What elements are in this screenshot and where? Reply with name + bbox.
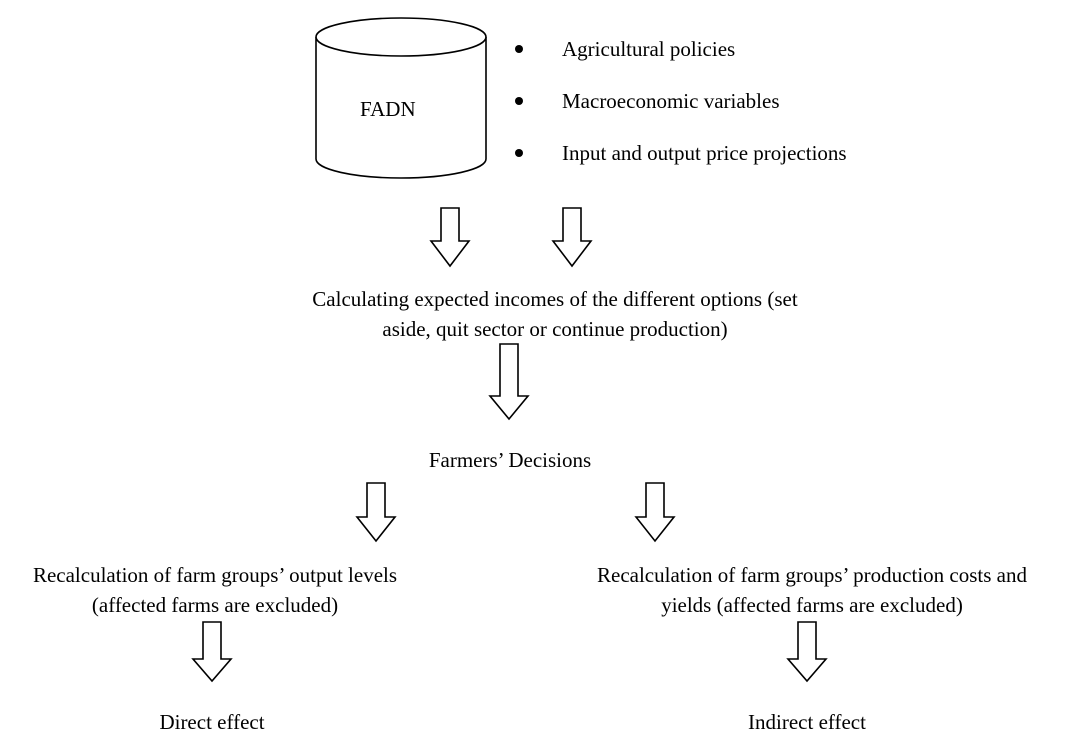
step-text-line: Calculating expected incomes of the diff… xyxy=(312,287,798,311)
arrow-down-icon xyxy=(355,482,397,543)
step-text-line: Recalculation of farm groups’ output lev… xyxy=(32,563,398,587)
input-item-label: Agricultural policies xyxy=(562,37,736,61)
arrow-down-icon xyxy=(429,207,471,268)
farmers-decisions-step: Farmers’ Decisions xyxy=(428,448,592,472)
arrow-down-icon xyxy=(786,621,828,683)
step-text-line: yields (affected farms are excluded) xyxy=(661,593,963,617)
indirect-effect-label: Indirect effect xyxy=(748,710,866,734)
step-text-line: Recalculation of farm groups’ production… xyxy=(597,563,1027,587)
step-text-line: aside, quit sector or continue productio… xyxy=(382,317,728,341)
bullet-icon xyxy=(515,45,523,53)
database-label: FADN xyxy=(360,97,416,121)
bullet-icon xyxy=(515,97,523,105)
arrow-down-icon xyxy=(634,482,676,543)
input-item-label: Input and output price projections xyxy=(562,141,847,165)
database-cylinder-icon xyxy=(315,17,487,179)
arrow-down-icon xyxy=(191,621,233,683)
bullet-icon xyxy=(515,149,523,157)
input-item-label: Macroeconomic variables xyxy=(562,89,780,113)
arrow-down-icon xyxy=(551,207,593,268)
arrow-down-icon xyxy=(488,343,530,421)
direct-effect-label: Direct effect xyxy=(159,710,265,734)
step-text-line: (affected farms are excluded) xyxy=(91,593,339,617)
